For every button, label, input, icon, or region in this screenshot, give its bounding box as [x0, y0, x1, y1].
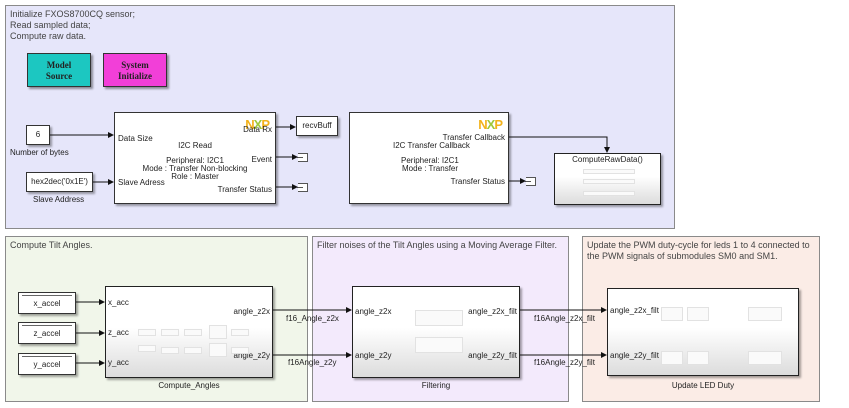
terminator-callback-status[interactable] [525, 177, 536, 186]
i2c-callback-block[interactable]: NXP Transfer Callback Transfer Status I2… [349, 112, 509, 204]
port-y-acc: y_acc [108, 358, 129, 367]
i2c-read-block[interactable]: NXP Data Size Slave Adress Data Rx Event… [114, 112, 276, 204]
signal-label-z2y-filt: f16Angle_z2y_filt [534, 358, 595, 367]
ghost-content [687, 307, 709, 321]
i2c-read-role: Role : Master [171, 172, 219, 181]
i2c-read-title: I2C Read [178, 141, 212, 150]
nxp-logo-icon: NXP [245, 117, 270, 132]
constant-value: 6 [35, 130, 41, 139]
i2c-callback-mode: Mode : Transfer [402, 164, 459, 173]
ghost-content [661, 307, 683, 321]
ghost-content [184, 347, 202, 354]
ghost-content [231, 329, 249, 336]
compute-angles-block[interactable]: x_acc z_acc y_acc angle_z2x angle_z2y [105, 286, 273, 378]
constant-num-bytes-caption: Number of bytes [10, 148, 69, 157]
ghost-content [583, 191, 635, 196]
i2c-callback-peripheral: Peripheral: I2C1 [401, 156, 459, 165]
port-angle-z2y-filt: angle_z2y_filt [468, 351, 517, 360]
area-init-note: Initialize FXOS8700CQ sensor; Read sampl… [10, 9, 136, 41]
ghost-content [583, 169, 635, 174]
ghost-content [209, 325, 227, 339]
filtering-block[interactable]: angle_z2x angle_z2y angle_z2x_filt angle… [352, 286, 520, 378]
port-data-rx: Data Rx [243, 125, 272, 134]
ghost-content [209, 343, 227, 357]
port-event: Event [251, 155, 272, 164]
ghost-content [748, 351, 782, 365]
ghost-content [687, 351, 709, 365]
i2c-read-peripheral: Peripheral: I2C1 [166, 156, 224, 165]
port-transfer-callback: Transfer Callback [442, 133, 505, 142]
port-angle-z2y: angle_z2y [355, 351, 392, 360]
ghost-content [184, 329, 202, 336]
ghost-content [161, 347, 179, 354]
terminator-event[interactable] [297, 153, 308, 162]
port-angle-z2y-filt: angle_z2y_filt [610, 351, 659, 360]
port-angle-z2x-filt: angle_z2x_filt [610, 306, 659, 315]
goto-recvbuff[interactable]: recvBuff [296, 116, 338, 136]
from-label: z_accel [33, 329, 61, 338]
compute-raw-data-title: ComputeRawData() [572, 155, 643, 164]
ghost-content [231, 347, 249, 354]
filtering-name: Filtering [421, 381, 451, 390]
ghost-content [138, 345, 156, 352]
port-angle-z2x: angle_z2x [355, 307, 392, 316]
ghost-content [661, 351, 683, 365]
constant-num-bytes[interactable]: 6 [26, 125, 50, 145]
ghost-content [415, 310, 463, 326]
port-z-acc: z_acc [108, 328, 129, 337]
model-source-button[interactable]: Model Source [27, 53, 91, 87]
ghost-content [583, 179, 635, 184]
from-y-accel[interactable]: y_accel [18, 353, 76, 375]
port-transfer-status: Transfer Status [450, 177, 505, 186]
ghost-content [748, 307, 782, 321]
goto-label: recvBuff [302, 121, 332, 130]
constant-value: hex2dec('0x1E') [31, 177, 88, 186]
ghost-content [415, 337, 463, 353]
constant-slave-address[interactable]: hex2dec('0x1E') [26, 172, 93, 192]
update-led-duty-name: Update LED Duty [671, 381, 735, 390]
signal-label-z2x: f16_Angle_z2x [286, 314, 339, 323]
from-z-accel[interactable]: z_accel [18, 322, 76, 344]
terminator-transfer-status[interactable] [297, 183, 308, 192]
compute-raw-data-block[interactable]: ComputeRawData() [554, 153, 661, 205]
port-angle-z2x-filt: angle_z2x_filt [468, 307, 517, 316]
port-angle-z2x: angle_z2x [233, 307, 270, 316]
update-led-duty-block[interactable]: angle_z2x_filt angle_z2y_filt [607, 288, 799, 376]
area-filter-note: Filter noises of the Tilt Angles using a… [317, 240, 557, 250]
port-x-acc: x_acc [108, 298, 129, 307]
i2c-read-mode: Mode : Transfer Non-blocking [142, 164, 248, 173]
from-label: y_accel [33, 360, 61, 369]
port-data-size: Data Size [118, 134, 153, 143]
i2c-callback-title: I2C Transfer Callback [393, 141, 470, 150]
area-tilt-note: Compute Tilt Angles. [10, 240, 93, 250]
system-initialize-button[interactable]: System Initialize [103, 53, 167, 87]
ghost-content [161, 329, 179, 336]
signal-label-z2x-filt: f16Angle_z2x_filt [534, 314, 595, 323]
port-angle-z2y: angle_z2y [233, 351, 270, 360]
from-label: x_accel [33, 299, 61, 308]
area-pwm-note: Update the PWM duty-cycle for leds 1 to … [587, 240, 810, 261]
port-slave-adress: Slave Adress [118, 178, 165, 187]
from-x-accel[interactable]: x_accel [18, 292, 76, 314]
signal-label-z2y: f16Angle_z2y [288, 358, 337, 367]
ghost-content [138, 329, 156, 336]
nxp-logo-icon: NXP [478, 117, 503, 132]
port-transfer-status: Transfer Status [217, 185, 272, 194]
constant-slave-address-caption: Slave Address [33, 195, 85, 204]
compute-angles-name: Compute_Angles [158, 381, 220, 390]
